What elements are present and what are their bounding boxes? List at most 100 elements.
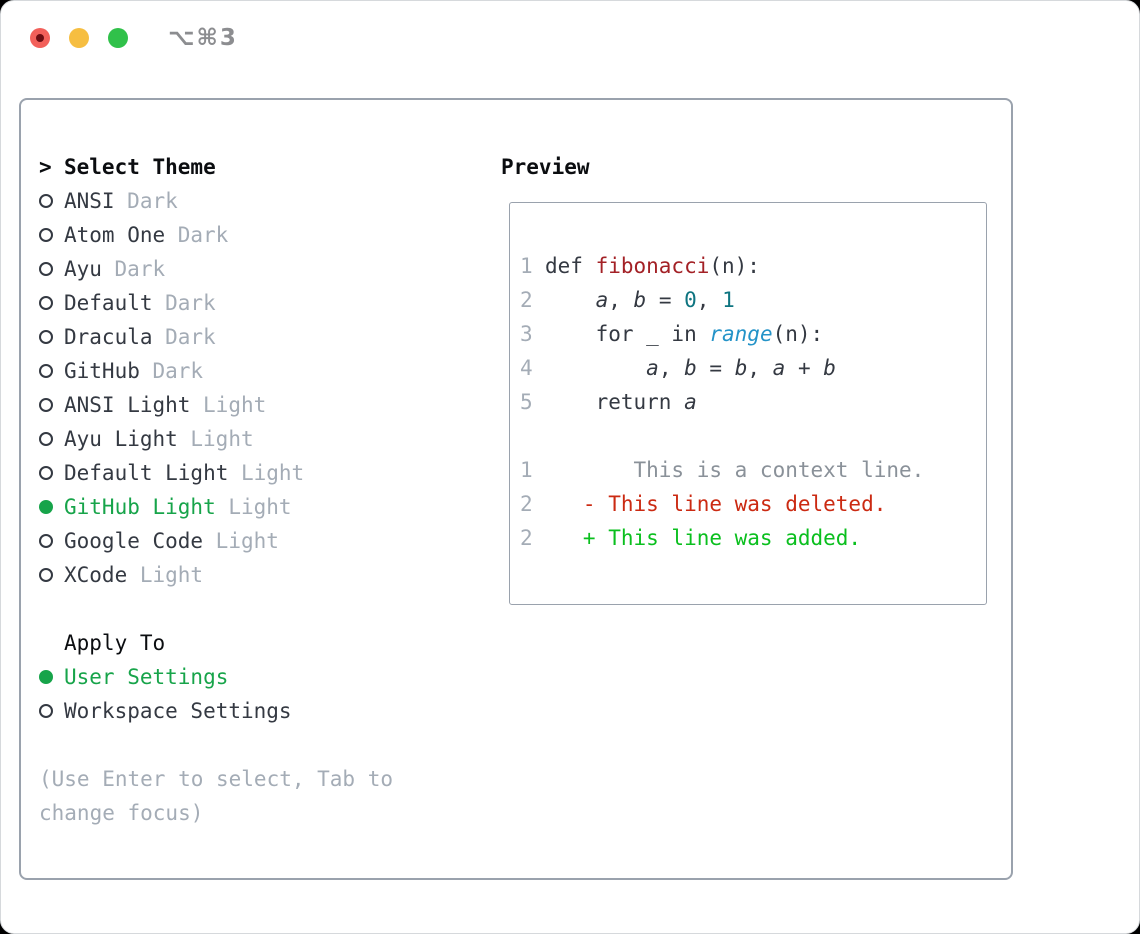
apply-to-title: Apply To <box>64 631 166 655</box>
option-label: XCode <box>64 563 128 587</box>
theme-option-ayu-light[interactable]: Ayu Light Light <box>39 422 479 456</box>
apply-option-user-settings[interactable]: User Settings <box>39 660 479 694</box>
radio-selected-icon <box>39 670 53 684</box>
token-var: b <box>823 356 836 380</box>
token-var: b <box>734 356 748 380</box>
option-variant-label: Light <box>139 563 204 587</box>
option-variant-label: Light <box>215 529 279 553</box>
token-code: = <box>696 356 735 380</box>
option-label: Default <box>64 291 153 315</box>
option-variant-label: Dark <box>165 325 216 349</box>
radio-cell <box>39 466 64 480</box>
token-num: 0 <box>684 288 697 312</box>
radio-cell <box>39 568 64 582</box>
radio-icon <box>39 534 53 548</box>
line-number: 1 <box>520 458 533 482</box>
radio-cell <box>39 330 64 344</box>
radio-cell <box>39 670 64 684</box>
token-code: def <box>545 254 596 278</box>
radio-cell <box>39 534 64 548</box>
line-number: 3 <box>520 322 533 346</box>
line-number: 2 <box>520 526 533 550</box>
token-code: (n): <box>709 254 760 278</box>
token-code <box>545 356 646 380</box>
token-var: b <box>633 288 647 312</box>
titlebar: ⌥⌘3 <box>30 25 238 51</box>
radio-icon <box>39 704 53 718</box>
option-label: User Settings <box>64 665 229 689</box>
radio-icon <box>39 296 53 310</box>
option-variant-label: Dark <box>177 223 229 247</box>
radio-icon <box>39 466 53 480</box>
option-label: ANSI Light <box>64 393 191 417</box>
radio-cell <box>39 432 64 446</box>
token-code: return <box>545 390 685 414</box>
preview-line-added: 2 + This line was added. <box>520 521 986 555</box>
theme-option-ansi[interactable]: ANSI Dark <box>39 184 479 218</box>
radio-icon <box>39 330 53 344</box>
token-num: 1 <box>722 288 735 312</box>
token-deleted: - This line was deleted. <box>545 492 887 516</box>
radio-cell <box>39 262 64 276</box>
radio-icon <box>39 364 53 378</box>
prompt-icon: > <box>39 155 52 179</box>
radio-selected-icon <box>39 500 53 514</box>
select-theme-title: Select Theme <box>64 155 216 179</box>
radio-cell <box>39 500 64 514</box>
option-variant-label: Light <box>203 393 267 417</box>
option-label: ANSI <box>64 189 115 213</box>
preview-line-code: 3 for _ in range(n): <box>520 317 986 351</box>
token-added: + This line was added. <box>545 526 862 550</box>
close-button[interactable] <box>30 28 50 48</box>
token-code <box>545 288 596 312</box>
radio-icon <box>39 432 53 446</box>
maximize-button[interactable] <box>108 28 128 48</box>
option-variant-label: Dark <box>127 189 178 213</box>
radio-cell <box>39 296 64 310</box>
line-number: 1 <box>520 254 533 278</box>
preview-header: Preview <box>501 155 590 179</box>
preview-line-blank <box>520 419 986 453</box>
preview-line-code: 5 return a <box>520 385 986 419</box>
token-code: = <box>646 288 685 312</box>
token-code: (n): <box>772 322 824 346</box>
radio-cell <box>39 398 64 412</box>
option-label: Default Light <box>64 461 229 485</box>
radio-icon <box>39 568 53 582</box>
theme-option-default-light[interactable]: Default Light Light <box>39 456 479 490</box>
radio-icon <box>39 228 53 242</box>
token-var: a <box>595 288 609 312</box>
theme-option-ansi-light[interactable]: ANSI Light Light <box>39 388 479 422</box>
option-label: GitHub <box>64 359 140 383</box>
radio-cell <box>39 704 64 718</box>
option-variant-label: Light <box>240 461 305 485</box>
option-label: Workspace Settings <box>64 699 292 723</box>
apply-option-workspace-settings[interactable]: Workspace Settings <box>39 694 479 728</box>
token-code: , <box>747 356 773 380</box>
minimize-button[interactable] <box>69 28 89 48</box>
option-variant-label: Light <box>228 495 292 519</box>
token-code: , <box>658 356 685 380</box>
window-shortcut-label: ⌥⌘3 <box>168 25 238 51</box>
option-variant-label: Light <box>190 427 254 451</box>
token-var: a <box>646 356 659 380</box>
line-number: 2 <box>520 288 533 312</box>
radio-cell <box>39 228 64 242</box>
theme-option-xcode[interactable]: XCode Light <box>39 558 479 592</box>
keyboard-hint-text: (Use Enter to select, Tab to change focu… <box>39 767 394 825</box>
spacer <box>39 592 479 626</box>
token-context: This is a context line. <box>545 458 925 482</box>
option-label: Ayu Light <box>64 427 178 451</box>
